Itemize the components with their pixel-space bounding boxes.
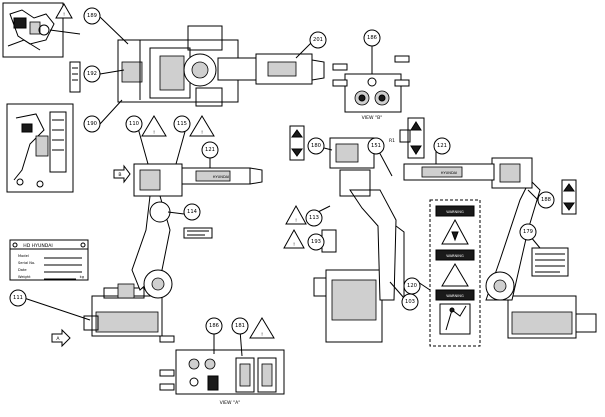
svg-text:189: 189 [87,13,97,19]
balloon-151: 151 [367,137,385,155]
svg-text:!: ! [63,12,65,18]
nameplate-row-date: Date [18,268,27,272]
svg-text:201: 201 [313,37,323,43]
nameplate-unit: kg [80,275,84,279]
robot-top-view [117,25,325,107]
robot-arm-label-right: HYUNDAI [441,171,457,175]
nameplate-row-weight: Weight [18,275,31,279]
direction-symbol-far-right [561,179,577,215]
balloon-110: 110 [125,115,143,133]
r1-label: R1 [389,138,395,144]
svg-text:A: A [56,336,60,342]
svg-text:120: 120 [407,283,417,289]
view-b-caption: VIEW "B" [362,115,383,121]
warning-header-1: WARNING [446,210,464,214]
nameplate: HD HYUNDAI Model Serial No. Date Weight … [9,239,89,281]
svg-text:114: 114 [187,209,198,215]
svg-text:!: ! [201,130,203,136]
nameplate-brand: HD HYUNDAI [23,243,52,249]
view-a-plate [159,335,285,395]
svg-text:179: 179 [523,229,533,235]
label-114-plate [183,227,213,239]
svg-text:180: 180 [311,143,321,149]
svg-text:188: 188 [541,197,551,203]
svg-text:181: 181 [235,323,245,329]
balloon-121a: 121 [201,141,219,159]
balloon-186b: 186 [205,317,223,335]
arrow-b-marker: B [113,164,131,184]
hazard-triangles-center: ! ! [283,204,307,249]
view-b-plate [332,55,410,113]
svg-text:!: ! [295,218,297,224]
balloon-190: 190 [83,115,101,133]
robot-right-view [403,157,597,339]
warning-triangle-icon [249,317,275,339]
balloon-186a: 186 [363,29,381,47]
view-a-caption: VIEW "A" [220,400,241,406]
direction-symbol-left [289,125,305,161]
warning-triangle-icon [285,204,307,225]
warning-triangle-icon [189,115,215,137]
svg-text:!: ! [261,332,263,338]
svg-text:111: 111 [13,295,23,301]
inset-detail-top-left: ! [2,2,81,58]
balloon-113: 113 [305,209,323,227]
balloon-114: 114 [183,203,201,221]
robot-side-view [313,137,405,343]
inset-detail-left [6,103,74,193]
balloon-179: 179 [519,223,537,241]
svg-text:110: 110 [129,121,139,127]
svg-text:!: ! [153,130,155,136]
balloon-121b: 121 [433,137,451,155]
balloon-189: 189 [83,7,101,25]
svg-text:103: 103 [405,299,415,305]
robot-arm-label: HYUNDAI [213,175,229,179]
balloon-193: 193 [307,233,325,251]
arrow-a-marker: A [51,328,71,348]
svg-text:121: 121 [437,143,447,149]
warning-header-3: WARNING [446,294,464,298]
warning-triangle-icon [141,115,167,137]
svg-text:186: 186 [209,323,219,329]
warning-header-2: WARNING [446,254,464,258]
warning-triangle-icon [283,228,305,249]
balloon-188: 188 [537,191,555,209]
direction-symbol-right [399,117,425,159]
svg-text:186: 186 [367,35,377,41]
nameplate-row-serial: Serial No. [18,261,35,265]
nameplate-row-model: Model [18,254,29,258]
svg-text:115: 115 [177,121,187,127]
balloon-192: 192 [83,65,101,83]
balloon-111: 111 [9,289,27,307]
svg-text:151: 151 [371,143,381,149]
callout-balloons: 189 192 190 201 186 110 115 121 114 180 … [9,7,555,335]
inset-small-labels [69,61,81,93]
balloon-201: 201 [309,31,327,49]
balloon-180: 180 [307,137,325,155]
balloon-181: 181 [231,317,249,335]
balloon-103: 103 [401,293,419,311]
svg-text:B: B [118,172,121,178]
balloon-115: 115 [173,115,191,133]
warning-triangle-icon [55,2,73,19]
svg-text:192: 192 [87,71,97,77]
svg-text:!: ! [293,242,295,248]
svg-text:190: 190 [87,121,97,127]
warning-label-sheet: WARNING WARNING WARNING [429,199,481,347]
robot-front-view [83,163,263,337]
balloon-120: 120 [403,277,421,295]
svg-text:193: 193 [311,239,321,245]
svg-text:121: 121 [205,147,215,153]
svg-text:113: 113 [309,215,319,221]
